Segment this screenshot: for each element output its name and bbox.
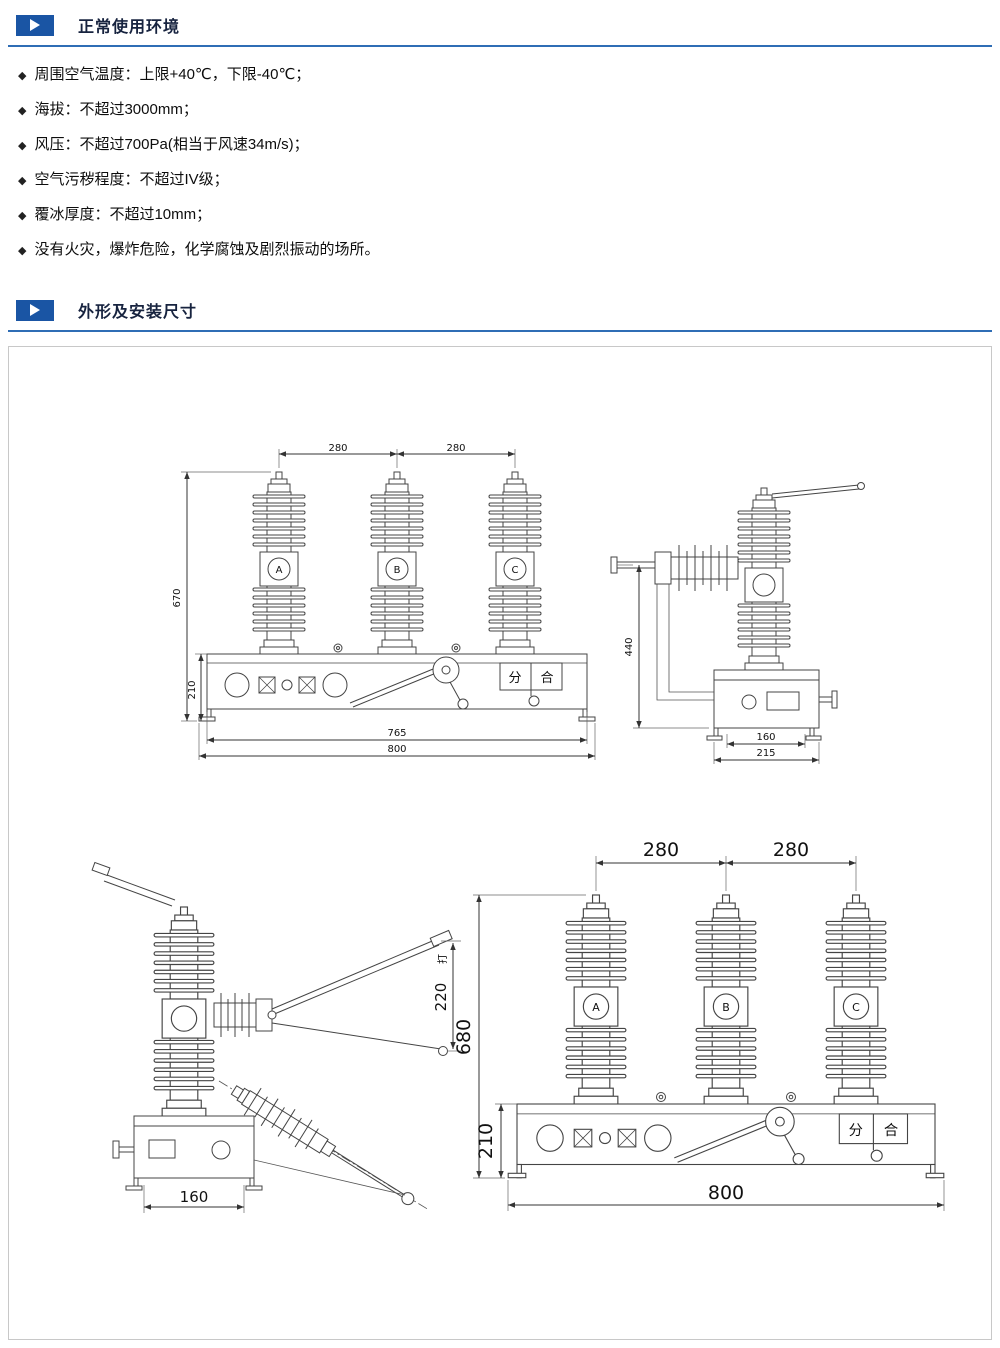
section-arrow-icon [16, 299, 54, 321]
dim-280-right-label: 280 [446, 443, 465, 454]
section-header-dimensions: 外形及安装尺寸 [8, 293, 992, 332]
play-triangle-icon [30, 304, 40, 316]
env-item-text: 海拔：不超过3000mm； [34, 101, 198, 118]
front-view-top: A B C 280 280 670 [172, 443, 596, 760]
pole-c-label: C [512, 565, 519, 576]
env-item-text: 空气污秽程度：不超过IV级； [34, 171, 229, 188]
dim-800-label: 800 [387, 744, 406, 755]
list-item: ◆ 海拔：不超过3000mm； [18, 98, 992, 119]
env-item-text: 覆冰厚度：不超过10mm； [34, 206, 212, 223]
side-view-top: 440 160 215 [610, 482, 865, 764]
dim-210-label: 210 [475, 1123, 497, 1159]
dim-160-label: 160 [180, 1188, 209, 1206]
env-item-text: 没有火灾，爆炸危险，化学腐蚀及剧烈振动的场所。 [34, 241, 380, 258]
dim-160-label: 160 [756, 732, 775, 743]
pole-a-label: A [276, 565, 283, 576]
list-item: ◆ 空气污秽程度：不超过IV级； [18, 168, 992, 189]
diamond-bullet-icon: ◆ [18, 105, 27, 117]
list-item: ◆ 风压：不超过700Pa(相当于风速34m/s)； [18, 133, 992, 154]
section-header-environment: 正常使用环境 [8, 8, 992, 47]
env-item-text: 周围空气温度：上限+40℃，下限-40℃； [34, 66, 311, 83]
section-title-environment: 正常使用环境 [78, 19, 181, 36]
pole-a-label: A [592, 1001, 600, 1014]
list-item: ◆ 没有火灾，爆炸危险，化学腐蚀及剧烈振动的场所。 [18, 238, 992, 259]
play-triangle-icon [30, 19, 40, 31]
pole-b-label: B [722, 1001, 730, 1014]
dim-220-label: 220 [432, 983, 450, 1012]
dim-280-left-label: 280 [643, 839, 679, 861]
diamond-bullet-icon: ◆ [18, 245, 27, 257]
dim-215-label: 215 [756, 748, 775, 759]
dim-670-label: 670 [172, 588, 183, 607]
dim-765-label: 765 [387, 728, 406, 739]
technical-drawing: 分 合 A B C [91, 443, 945, 1213]
pole-c-label: C [852, 1001, 860, 1014]
pole-b-label: B [394, 565, 401, 576]
diamond-bullet-icon: ◆ [18, 210, 27, 222]
dim-680-label: 680 [453, 1019, 475, 1055]
dim-800-label: 800 [708, 1182, 744, 1204]
list-item: ◆ 周围空气温度：上限+40℃，下限-40℃； [18, 63, 992, 84]
front-view-bottom: A B C 280 280 680 [453, 839, 945, 1211]
section-title-dimensions: 外形及安装尺寸 [78, 304, 198, 321]
env-item-text: 风压：不超过700Pa(相当于风速34m/s)； [34, 136, 309, 153]
technical-drawing-panel: 分 合 A B C [8, 346, 992, 1340]
section-arrow-icon [16, 14, 54, 36]
list-item: ◆ 覆冰厚度：不超过10mm； [18, 203, 992, 224]
diamond-bullet-icon: ◆ [18, 175, 27, 187]
dim-280-right-label: 280 [773, 839, 809, 861]
dim-440-label: 440 [624, 637, 635, 656]
diamond-bullet-icon: ◆ [18, 70, 27, 82]
dim-210-label: 210 [187, 680, 198, 699]
dim-280-left-label: 280 [328, 443, 347, 454]
diamond-bullet-icon: ◆ [18, 140, 27, 152]
environment-conditions-list: ◆ 周围空气温度：上限+40℃，下限-40℃； ◆ 海拔：不超过3000mm； … [8, 47, 992, 281]
side-view-bottom: 打 220 [91, 861, 461, 1213]
dim-220-prefix-label: 打 [436, 954, 449, 964]
